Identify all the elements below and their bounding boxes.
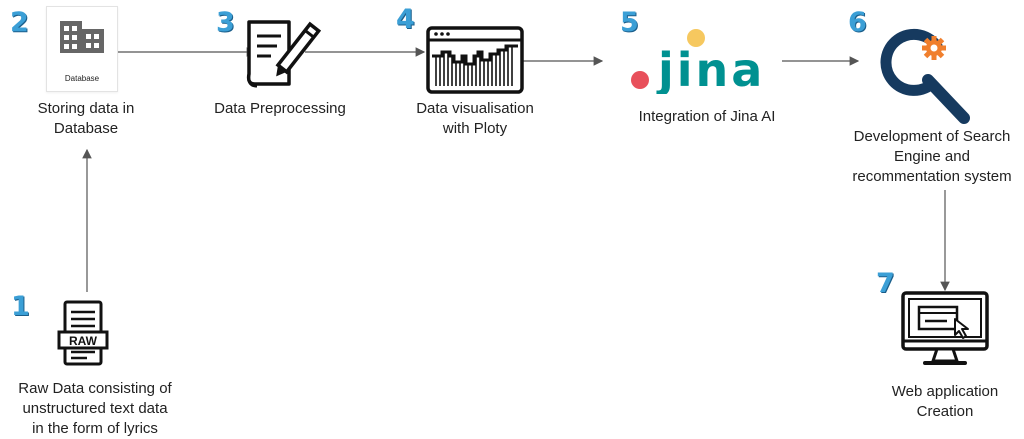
monitor-cursor-icon [901,291,989,365]
step-label-5-line: Integration of Jina AI [638,108,776,125]
jina-logo-text: jina [656,43,765,94]
step-number-1: 1 [11,291,30,322]
step-label-4-line: with Ploty [442,120,508,137]
step-number-6: 6 [848,7,867,38]
step-label-2-line: Database [53,120,119,137]
step-label-1: Raw Data consisting of unstructured text… [0,379,190,439]
step-label-5: Integration of Jina AI [617,107,797,127]
step-label-3: Data Preprocessing [200,99,360,119]
raw-text: RAW [69,334,98,348]
step-number-3: 3 [216,7,235,38]
step-label-7-line: Creation [916,403,974,420]
document-pen-icon [246,20,321,88]
database-card: Database [46,6,118,92]
step-label-7: Web application Creation [866,382,1024,422]
jina-logo: jina [631,29,765,94]
step-label-4-line: Data visualisation [416,100,534,117]
database-caption: Database [64,74,100,83]
step-label-6-line: Development of Search [853,128,1011,145]
step-label-6: Development of Search Engine and recomme… [840,127,1024,187]
step-label-1-line: in the form of lyrics [32,420,158,437]
database-building-icon [60,21,104,53]
step-label-1-line: Raw Data consisting of [18,380,172,397]
raw-file-icon: RAW [57,300,109,366]
step-number-5: 5 [620,7,639,38]
step-number-2: 2 [10,7,29,38]
step-label-2: Storing data in Database [16,99,156,139]
step-label-7-line: Web application [891,383,999,400]
step-label-3-line: Data Preprocessing [214,100,346,117]
search-gear-icon [880,28,970,124]
step-number-7: 7 [876,268,895,299]
step-label-4: Data visualisation with Ploty [395,99,555,139]
step-label-6-line: Engine and [894,148,970,165]
step-label-2-line: Storing data in [37,100,135,117]
step-label-6-line: recommentation system [852,168,1012,185]
chart-window-icon [426,26,524,94]
step-label-1-line: unstructured text data [22,400,168,417]
step-number-4: 4 [396,4,415,35]
